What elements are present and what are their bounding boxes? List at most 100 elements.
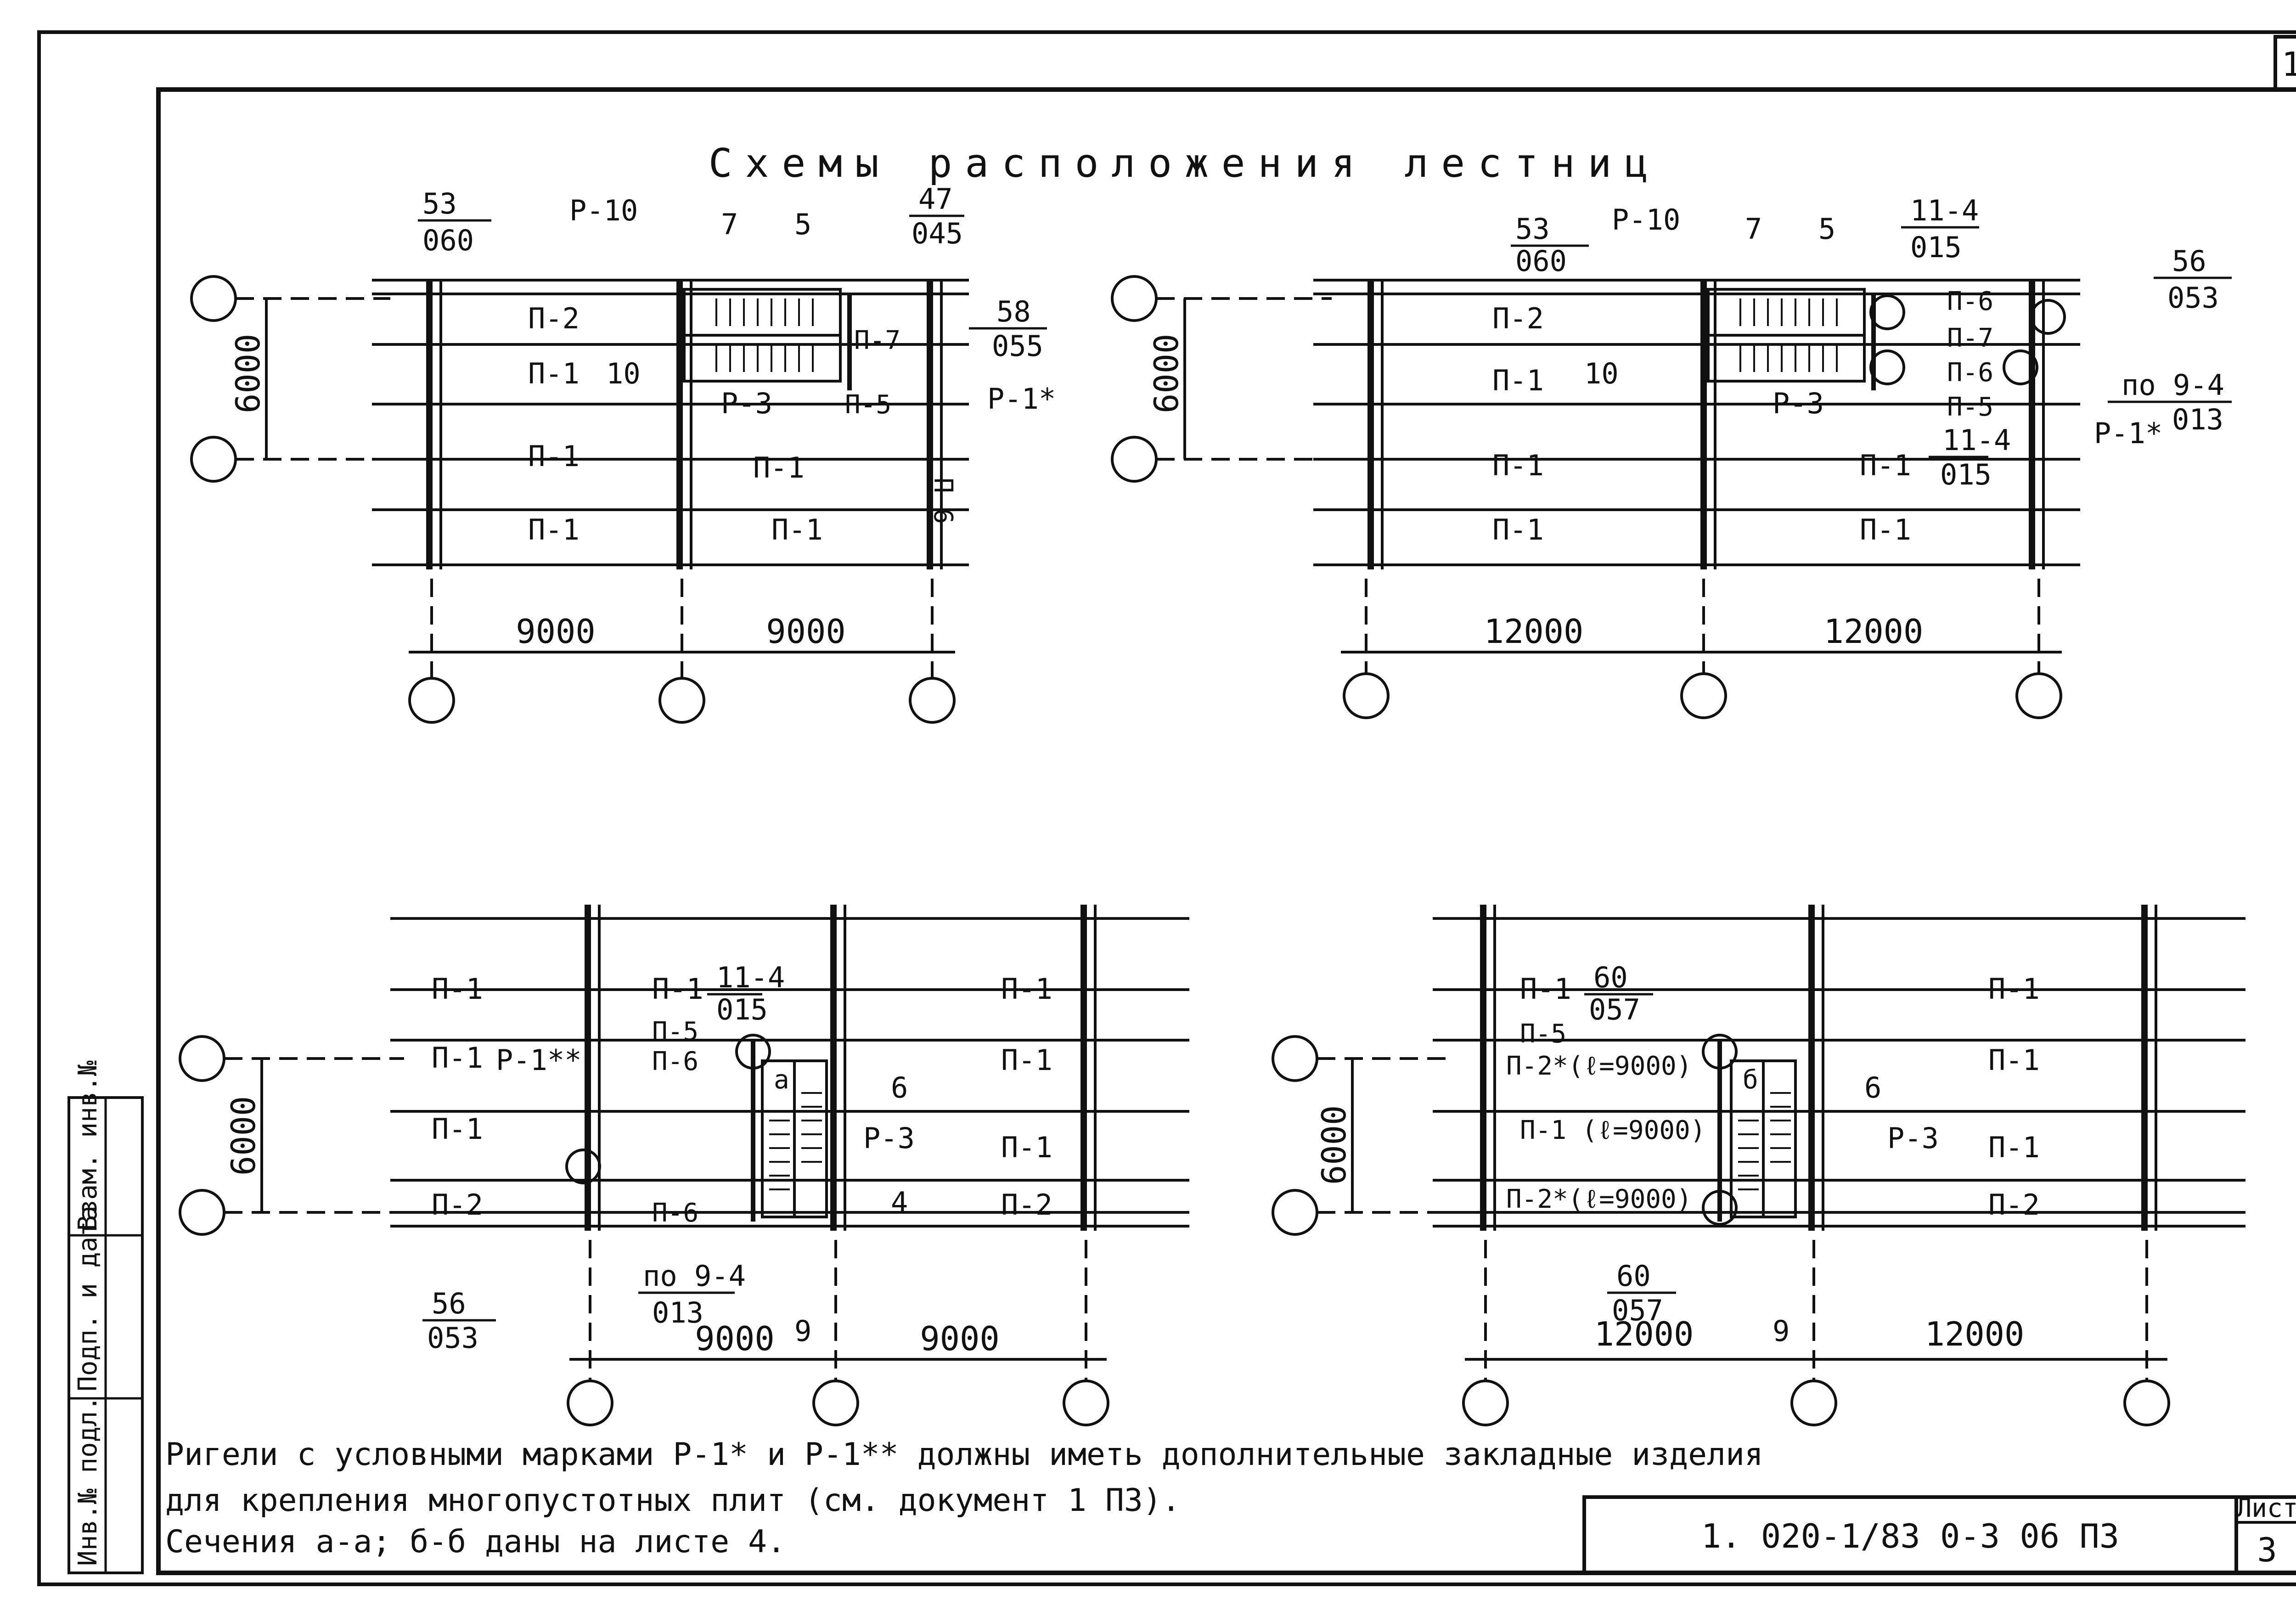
ref-num: 60 <box>1593 961 1628 994</box>
ref-num: 11-4 <box>1942 423 2011 457</box>
drawing-title: Схемы расположения лестниц <box>709 141 1661 186</box>
slab-label: П-1 <box>1520 972 1571 1006</box>
ref-den: 055 <box>992 329 1043 363</box>
section-mark: 7 <box>1745 212 1762 246</box>
ref-den: 015 <box>1910 231 1962 264</box>
ref-den: 013 <box>2172 403 2223 436</box>
slab-label: П-1 <box>528 513 580 546</box>
slab-label: П-1 <box>1492 513 1544 546</box>
beam-label: Р-10 <box>569 194 638 227</box>
slab-label: П-2 <box>432 1188 483 1222</box>
outer-frame <box>37 30 2296 1586</box>
beam-label: Р-3 <box>1773 387 1824 420</box>
title-block <box>1582 1495 2296 1575</box>
beam-label: Р-3 <box>863 1121 915 1155</box>
slab-label: П-1 (ℓ=9000) <box>1520 1115 1705 1145</box>
slab-label: П-1 <box>1001 972 1052 1006</box>
ref-den: 015 <box>716 993 768 1026</box>
section-mark: 10 <box>1584 357 1619 390</box>
stamp-replaced-inv: Взам. инв.№ <box>73 1060 103 1231</box>
page-number-box <box>2273 35 2296 91</box>
ref-den: 053 <box>2167 281 2219 315</box>
slab-label: П-2 <box>1492 302 1544 335</box>
span-dim-1: 12000 <box>1594 1315 1694 1353</box>
bay-dim: 6000 <box>224 1096 263 1176</box>
ref-num: 11-4 <box>716 961 785 994</box>
span-dim-1: 12000 <box>1484 612 1584 651</box>
beam-label: Р-10 <box>1612 203 1680 237</box>
slab-label: П-1 <box>432 1112 483 1146</box>
slab-label: П-1 <box>1860 513 1911 546</box>
slab-label: П-2*(ℓ=9000) <box>1506 1051 1692 1081</box>
ref-den: 060 <box>422 224 474 257</box>
stamp-inv-original: Инв.№ подл. <box>73 1396 103 1566</box>
section-mark: 5 <box>794 208 811 241</box>
slab-label: П-2 <box>1001 1188 1052 1222</box>
section-mark: 10 <box>606 357 641 390</box>
span-dim-2: 9000 <box>920 1319 999 1358</box>
slab-label: П-6 <box>652 1047 698 1076</box>
slab-label: П-1 <box>753 451 805 484</box>
span-dim-2: 9000 <box>766 612 845 651</box>
section-mark: а <box>774 1065 789 1095</box>
section-mark: 7 <box>721 208 738 241</box>
slab-label: П-1 <box>528 357 580 390</box>
slab-label: П-1 <box>1860 449 1911 482</box>
section-mark: 6 <box>891 1071 908 1104</box>
slab-label: П-1 <box>1492 364 1544 397</box>
ref-num: 58 <box>996 295 1031 328</box>
plan-bottom-right: 6000 12000 12000 П-1 П-5 П-2*(ℓ=9000) П-… <box>1272 905 2245 1426</box>
note-line-3: Сечения а-а; б-б даны на листе 4. <box>165 1524 786 1560</box>
beam-label: Р-1* <box>2094 417 2162 450</box>
slab-label: П-6 <box>1947 358 1993 388</box>
slab-label: П-1 <box>528 439 580 473</box>
slab-label: П-1 <box>1492 449 1544 482</box>
slab-label: П-5 <box>1520 1019 1566 1049</box>
beam-label: Р-1* <box>987 382 1056 416</box>
ref-den: 015 <box>1940 458 1992 491</box>
ref-den: 045 <box>912 217 963 250</box>
beam-label: Р-3 <box>1887 1121 1939 1155</box>
slab-label: П-7 <box>854 326 900 355</box>
slab-label: П-5 <box>652 1017 698 1047</box>
slab-label: П-2 <box>1988 1188 2040 1222</box>
slab-label: П-1 <box>1001 1131 1052 1164</box>
slab-label: П-1 <box>1001 1043 1052 1077</box>
section-mark: 5 <box>1818 212 1835 246</box>
note-line-2: для крепления многопустотных плит (см. д… <box>165 1482 1181 1519</box>
ref-num: 53 <box>1515 212 1550 246</box>
slab-label: П-5 <box>1947 392 1993 422</box>
slab-label: П-1 <box>432 972 483 1006</box>
span-dim-1: 9000 <box>695 1319 774 1358</box>
plan-bottom-left: 6000 9000 9000 П-1 П-1 П-1 П-2 П-1 П-5 П… <box>179 905 1189 1426</box>
section-mark: 6 <box>1864 1071 1881 1104</box>
ref-den: 013 <box>652 1296 703 1329</box>
side-stamp: Инв.№ подл. Подп. и дата Взам. инв.№ <box>68 1060 144 1574</box>
beam-label: Р-1** <box>496 1043 582 1077</box>
stamp-sign-date: Подп. и дата <box>73 1205 103 1391</box>
plan-top-right: 6000 12000 12000 П-2 П-1 П-1 П-1 П-1 П-1… <box>1111 194 2232 719</box>
ref-num: 60 <box>1616 1259 1651 1293</box>
slab-label: П-1 <box>1988 1043 2040 1077</box>
span-dim-2: 12000 <box>1824 612 1924 651</box>
bay-dim: 6000 <box>229 334 267 413</box>
slab-label: П-1 <box>1988 972 2040 1006</box>
slab-label: П-7 <box>1947 323 1993 353</box>
section-mark: 9 <box>794 1314 811 1348</box>
ref-num: 11-4 <box>1910 194 1979 227</box>
beam-label: Р-3 <box>721 387 772 420</box>
page-number: 18 <box>2282 45 2296 84</box>
slab-label: П-5 <box>845 390 891 420</box>
sheet-number: 3 <box>2257 1531 2277 1569</box>
slab-label: П-6 <box>928 478 958 524</box>
bay-dim: 6000 <box>1147 334 1186 413</box>
note-line-1: Ригели с условными марками Р-1* и Р-1** … <box>165 1436 1763 1473</box>
ref-den: 057 <box>1612 1294 1663 1327</box>
section-mark: б <box>1743 1065 1758 1095</box>
ref-den: 053 <box>427 1321 478 1355</box>
span-dim-2: 12000 <box>1925 1315 2025 1353</box>
slab-label: П-2*(ℓ=9000) <box>1506 1184 1692 1214</box>
slab-label: П-1 <box>652 972 703 1006</box>
slab-label: П-1 <box>771 513 823 546</box>
